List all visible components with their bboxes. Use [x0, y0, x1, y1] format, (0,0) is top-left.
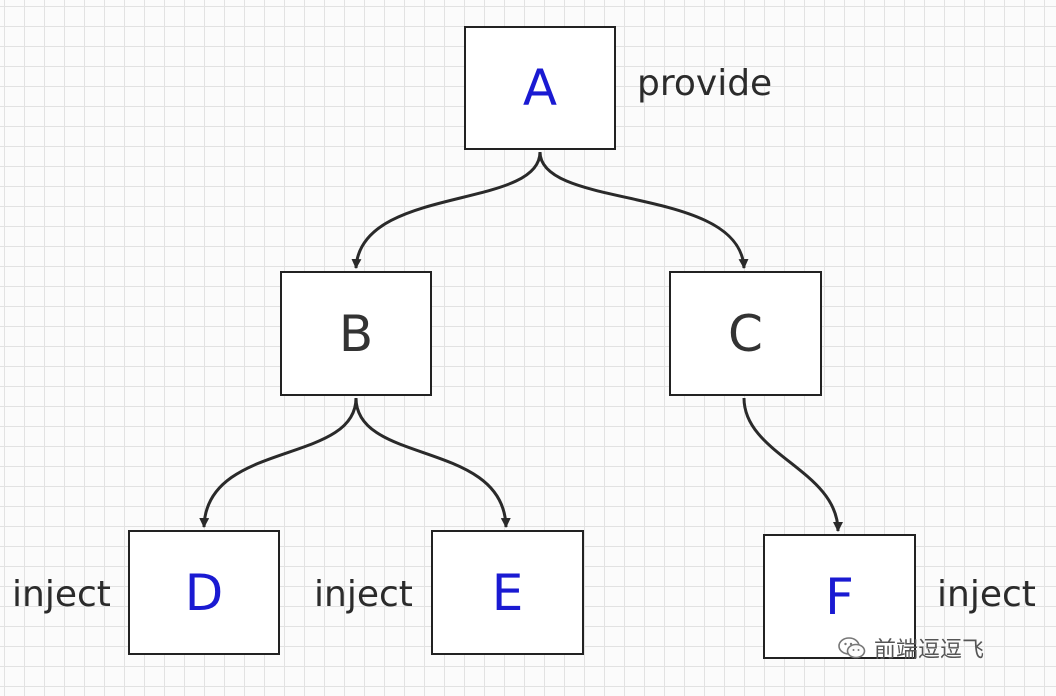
edge-a-c	[538, 151, 749, 269]
node-c: C	[669, 271, 822, 396]
edge-a-b	[351, 151, 542, 269]
edge-b-e	[354, 397, 511, 528]
node-b-label: B	[338, 304, 374, 363]
wechat-icon	[838, 637, 866, 659]
edge-b-d	[199, 397, 358, 528]
annotation-inject-f: inject	[937, 574, 1036, 615]
node-a-label: A	[522, 59, 558, 117]
annotation-provide: provide	[637, 63, 773, 104]
node-d-label: D	[184, 563, 224, 622]
edge-c-f	[742, 397, 843, 532]
watermark-text: 前端逗逗飞	[874, 638, 985, 663]
node-d: D	[128, 530, 280, 655]
node-e: E	[431, 530, 584, 655]
annotation-inject-d: inject	[12, 574, 111, 615]
node-c-label: C	[728, 304, 763, 363]
node-a: A	[464, 26, 616, 150]
node-f-label: F	[825, 567, 854, 626]
node-b: B	[280, 271, 432, 396]
watermark: 前端逗逗飞	[838, 632, 984, 664]
annotation-inject-e: inject	[314, 574, 413, 615]
node-e-label: E	[491, 563, 524, 622]
node-f: F	[763, 534, 916, 659]
